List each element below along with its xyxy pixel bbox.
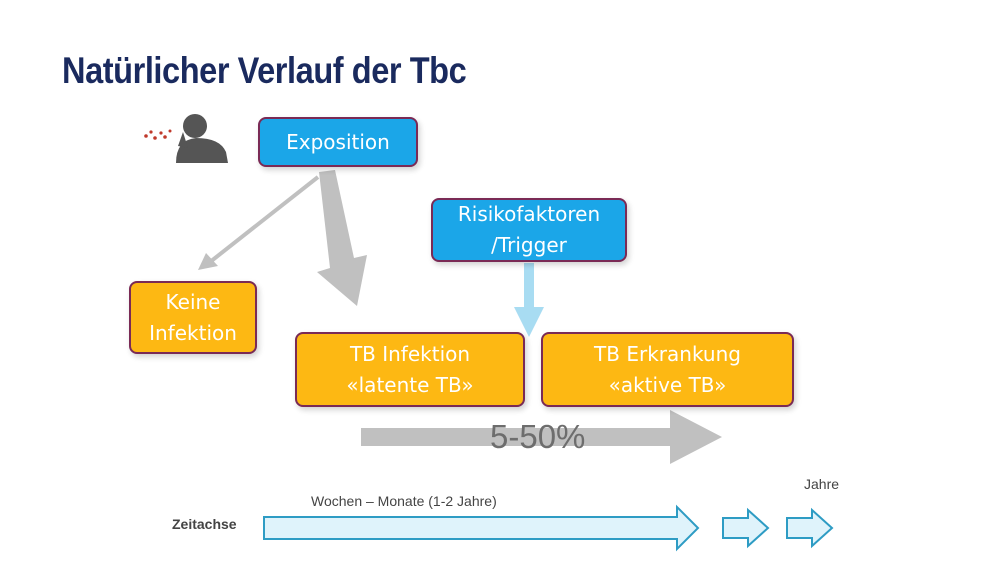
no-infection-line2: Infektion [149, 320, 237, 345]
risk-factors-box: Risikofaktoren /Trigger [431, 198, 627, 262]
exposition-box: Exposition [258, 117, 418, 167]
weeks-months-label: Wochen – Monate (1-2 Jahre) [311, 493, 497, 509]
active-tb-box: TB Erkrankung «aktive TB» [541, 332, 794, 407]
risk-factors-line2: /Trigger [491, 233, 567, 257]
active-tb-line2: «aktive TB» [608, 372, 727, 397]
active-tb-line1: TB Erkrankung [594, 341, 741, 366]
arrow-risk-to-disease [514, 263, 544, 337]
arrow-to-no-infection [198, 175, 320, 270]
latent-tb-box: TB Infektion «latente TB» [295, 332, 525, 407]
no-infection-line1: Keine [165, 289, 221, 314]
risk-factors-line1: Risikofaktoren [457, 202, 601, 226]
timeline-arrow-3 [786, 507, 834, 549]
slide-title: Natürlicher Verlauf der Tbc [62, 50, 467, 91]
progression-percent: 5-50% [490, 418, 586, 455]
no-infection-box: Keine Infektion [129, 281, 257, 354]
timeline-arrow-main [263, 504, 700, 552]
latent-tb-line2: «latente TB» [346, 372, 474, 397]
coughing-person-icon [144, 114, 228, 163]
timeline-arrow-2 [722, 507, 770, 549]
years-label: Jahre [804, 476, 840, 492]
exposition-label: Exposition [286, 129, 390, 154]
latent-tb-line1: TB Infektion [349, 341, 471, 366]
arrow-to-infection [317, 170, 367, 306]
timeline-axis-label: Zeitachse [172, 516, 237, 532]
progression-arrow [361, 410, 722, 464]
